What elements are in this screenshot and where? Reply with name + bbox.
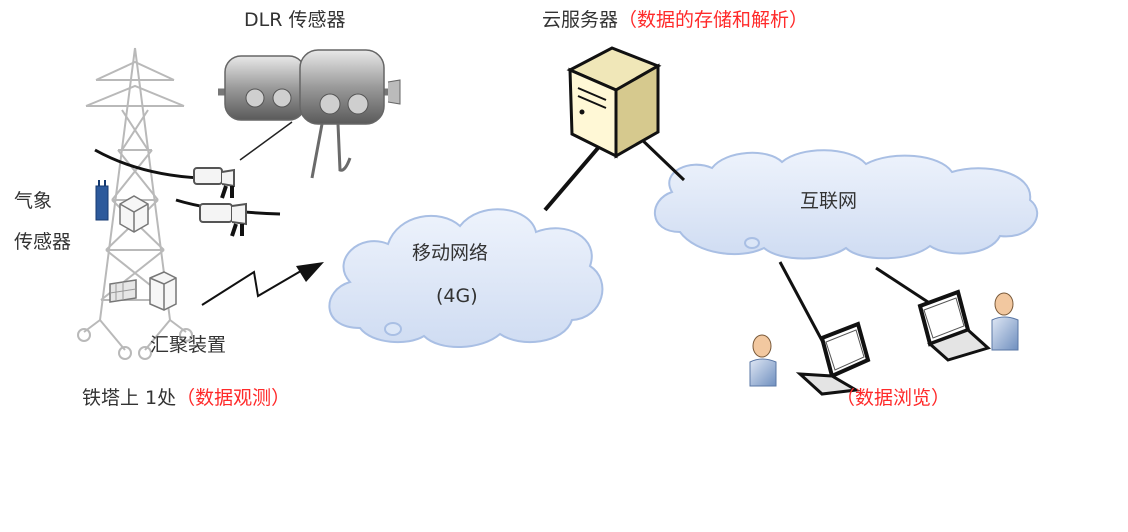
user-icon <box>749 334 777 387</box>
lightning-arrow-icon <box>201 262 324 306</box>
transmission-tower-icon <box>77 47 193 360</box>
callout-line <box>239 121 293 161</box>
mobile-network-label: 移动网络 <box>412 242 489 264</box>
link-line <box>875 266 935 308</box>
tower-location-label: 铁塔上 1处（数据观测） <box>82 387 290 410</box>
laptop-icon <box>795 321 871 396</box>
laptop-icon <box>917 289 991 362</box>
conductor-line <box>94 148 201 180</box>
mobile-network-sub-label: (4G) <box>436 285 478 307</box>
dlr-sensor-photo <box>218 49 401 179</box>
internet-cloud <box>654 149 1039 260</box>
link-line <box>636 134 686 182</box>
aggregator-icon <box>109 271 177 311</box>
dlr-sensor-icon <box>199 202 247 237</box>
tower-location-note: （数据观测） <box>176 387 291 409</box>
aggregator-label: 汇聚装置 <box>150 334 227 356</box>
user-icon <box>991 292 1019 351</box>
cloud-server-note: （数据的存储和解析） <box>618 9 809 31</box>
internet-label: 互联网 <box>800 190 858 212</box>
cloud-server-title: 云服务器 <box>542 9 619 31</box>
link-line <box>778 261 828 349</box>
weather-sensor-label-line1: 气象 <box>14 190 53 212</box>
dlr-sensor-icon <box>193 167 235 199</box>
weather-sensor-icon <box>95 180 149 233</box>
tower-location-title: 铁塔上 1处 <box>82 387 177 409</box>
server-icon <box>566 46 662 159</box>
mobile-network-cloud <box>328 208 604 348</box>
cloud-server-label: 云服务器（数据的存储和解析） <box>542 9 808 32</box>
link-line <box>543 146 600 212</box>
browse-note-label: （数据浏览） <box>836 387 951 409</box>
weather-sensor-label-line2: 传感器 <box>14 231 72 253</box>
dlr-sensor-label: DLR 传感器 <box>244 9 346 31</box>
